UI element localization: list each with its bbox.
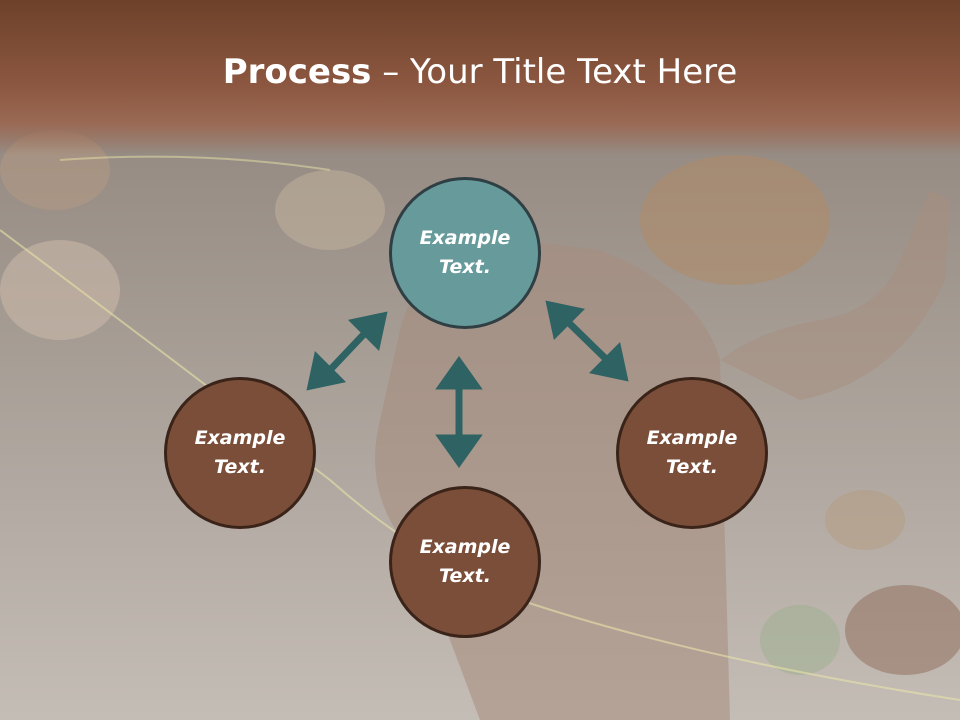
node-text-line1: Example [419, 227, 511, 249]
node-text-line1: Example [646, 427, 738, 449]
arrow-head [347, 311, 388, 352]
node-left[interactable]: Example Text. [164, 377, 316, 529]
node-right[interactable]: Example Text. [616, 377, 768, 529]
node-text-line2: Text. [666, 456, 718, 478]
arrow-head [545, 300, 586, 341]
arrow-head [306, 350, 347, 391]
arrow-top-left [327, 330, 368, 373]
node-top[interactable]: Example Text. [389, 177, 541, 329]
title-rest: – Your Title Text Here [371, 52, 738, 92]
node-text-line2: Text. [439, 565, 491, 587]
node-bottom[interactable]: Example Text. [389, 486, 541, 638]
slide-title: Process – Your Title Text Here [0, 52, 960, 92]
arrow-head [588, 341, 629, 382]
arrow-head [435, 355, 483, 390]
title-bar [0, 0, 960, 155]
arrow-head [435, 434, 483, 469]
node-text-line2: Text. [214, 456, 266, 478]
node-text-line2: Text. [439, 256, 491, 278]
node-text-line1: Example [194, 427, 286, 449]
arrow-top-right [565, 319, 610, 363]
node-text-line1: Example [419, 536, 511, 558]
title-bold: Process [222, 52, 372, 92]
